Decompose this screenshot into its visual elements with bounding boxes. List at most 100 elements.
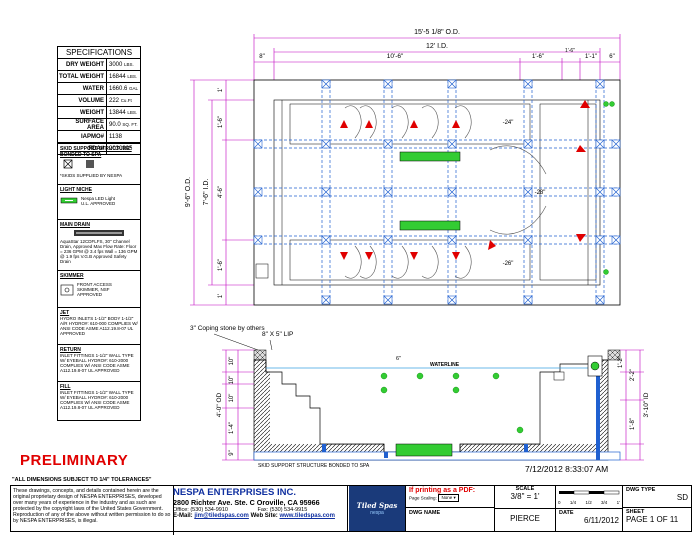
- plan-id-width: 12' I.D.: [426, 43, 448, 50]
- skid-marker: [321, 295, 331, 305]
- spec-row: WATER 1660.6 GAL: [58, 83, 140, 95]
- section-dim-1-4: 1'-4": [229, 422, 235, 434]
- skid-marker: [383, 139, 393, 149]
- plan-outer-shell: [253, 79, 621, 306]
- skid-marker: [383, 235, 393, 245]
- plan-depth-24: -24": [503, 120, 514, 126]
- spec-value: 13844 LBS.: [109, 109, 138, 116]
- plan-side-4-6: 4'-6": [218, 186, 224, 198]
- legend-light-note: Nespa LED Light U.L. APPROVED: [81, 196, 116, 206]
- skid-marker: [383, 187, 393, 197]
- tolerance-note: "ALL DIMENSIONS SUBJECT TO 1/4" TOLERANC…: [12, 477, 152, 483]
- page-scaling-select[interactable]: None ▾: [438, 494, 459, 502]
- legend-fill-title: FILL: [60, 384, 71, 390]
- email-label: E-Mail:: [173, 513, 193, 519]
- skid-marker: [447, 295, 457, 305]
- skid-marker: [595, 235, 605, 245]
- legend-jet: JET HYDRO INLETS 1-1/2" BODY 1-1/2" A/R …: [58, 308, 140, 345]
- skid-marker: [595, 295, 605, 305]
- legend-jet-title: JET: [60, 310, 70, 316]
- spec-key: WEIGHT: [58, 107, 107, 118]
- spec-row: VOLUME 222 Cu.Ft: [58, 95, 140, 107]
- plan-dim-1-6b: 1'-6": [565, 48, 575, 54]
- plan-dim-1-6a: 1'-6": [532, 54, 544, 60]
- email-link[interactable]: jim@tiledspas.com: [194, 513, 249, 519]
- spec-key: SURFACE AREA: [58, 119, 107, 131]
- scale-tick: 3/4: [601, 500, 608, 505]
- plan-jets: [340, 100, 590, 260]
- legend-drain-title: MAIN DRAIN: [60, 222, 90, 228]
- timestamp: 7/12/2012 8:33:07 AM: [525, 464, 608, 474]
- skid-marker: [595, 139, 605, 149]
- logo-subtext: nespa: [370, 510, 384, 516]
- plan-od-height: 9'-6" O.D.: [185, 177, 192, 207]
- skid-marker: [523, 235, 533, 245]
- plan-side-dimensions: [190, 79, 254, 306]
- section-dimensions: [222, 349, 644, 461]
- skid-marker: [595, 79, 605, 89]
- legend-return-note: INLET FITTINGS 1-1/2" WALL TYPE W/ EYEBA…: [60, 353, 134, 373]
- skid-marker: [383, 295, 393, 305]
- dwg-type-sheet: DWG TYPE SD SHEET PAGE 1 OF 11: [623, 486, 691, 531]
- skid-marker: [321, 139, 331, 149]
- skid-marker: [447, 235, 457, 245]
- skid-marker: [523, 139, 533, 149]
- skid-marker: [447, 79, 457, 89]
- logo-text: Tiled Spas: [356, 501, 398, 510]
- drawing-canvas: 15'-5 1/8" O.D. 12' I.D. 8" 10'-6" 1'-6"…: [12, 29, 650, 483]
- website-link[interactable]: www.tiledspas.com: [279, 513, 335, 519]
- legend-fill-note: INLET FITTINGS 1-1/2" WALL TYPE W/ EYEBA…: [60, 390, 134, 410]
- legend-fill: FILL INLET FITTINGS 1-1/2" WALL TYPE W/ …: [58, 382, 140, 420]
- spec-row: DRY WEIGHT 3000 LBS.: [58, 59, 140, 71]
- legend-skimmer-note: FRONT ACCESS SKIMMER, NSF APPROVED: [77, 282, 112, 297]
- skid-marker: [253, 235, 263, 245]
- plan-dim-10-6: 10'-6": [387, 53, 404, 60]
- skid-marker: [595, 187, 605, 197]
- plan-side-1a: 1': [218, 88, 224, 92]
- plan-seat-outlines: [344, 105, 547, 279]
- plan-led-light-bottom: [399, 220, 461, 231]
- legend-skimmer: SKIMMER FRONT ACCESS SKIMMER, NSF APPROV…: [58, 271, 140, 308]
- dwg-type-label: DWG TYPE: [626, 487, 656, 493]
- plan-return-fittings: [603, 101, 615, 275]
- skid-marker: [523, 79, 533, 89]
- dwg-type-value: SD: [676, 493, 688, 502]
- section-dim-4-0: 4'-0" OD: [216, 392, 223, 417]
- date-value: 6/11/2012: [584, 516, 619, 525]
- spec-key: FDA#: [58, 143, 107, 154]
- plan-dim-6: 6": [609, 54, 614, 60]
- plan-side-1-6b: 1'-6": [218, 259, 224, 271]
- skid-marker: [611, 187, 621, 197]
- plan-dim-8: 8": [259, 54, 264, 60]
- page-scaling-label: Page Scaling:: [409, 495, 437, 501]
- legend-skimmer-title: SKIMMER: [60, 273, 84, 279]
- company-office: Office: (530) 534-9910: [173, 507, 228, 513]
- plan-skimmer: [255, 263, 269, 279]
- plan-side-1b: 1': [218, 294, 224, 298]
- legend-skid-title: SKID SUPPORT STRUCTURE* BONDED TO SPA: [60, 146, 132, 158]
- spec-value: 90.0 SQ. FT.: [109, 121, 138, 128]
- pdf-and-dwgname: If printing as a PDF: Page Scaling: None…: [406, 486, 495, 531]
- legend-light-title: LIGHT NICHE: [60, 187, 92, 193]
- dwg-name-label: DWG NAME: [409, 510, 441, 516]
- spec-value: 16844 LBS.: [109, 73, 138, 80]
- coping-right: [607, 349, 621, 361]
- plan-dim-1-1: 1'-1": [585, 54, 597, 60]
- spec-key: TOTAL WEIGHT: [58, 71, 107, 82]
- spec-row: IAPMO# 1138: [58, 131, 140, 143]
- section-skimmer: [553, 371, 565, 381]
- spec-row: TOTAL WEIGHT 16844 LBS.: [58, 71, 140, 83]
- section-dim-2-2: 2'-2": [630, 369, 636, 381]
- skid-marker: [611, 139, 621, 149]
- skid-symbol-icon: [63, 159, 94, 169]
- scale-value: 3/8" = 1': [510, 492, 540, 501]
- plan-led-light-top: [399, 151, 461, 162]
- section-view: 3" Coping stone by others 8" X 5" LIP: [190, 325, 650, 469]
- skid-marker: [321, 187, 331, 197]
- scale-tick: 1': [616, 500, 620, 505]
- spec-value: 1138: [109, 133, 122, 140]
- company-name: NESPA ENTERPRISES INC.: [173, 487, 296, 498]
- spec-key: VOLUME: [58, 95, 107, 106]
